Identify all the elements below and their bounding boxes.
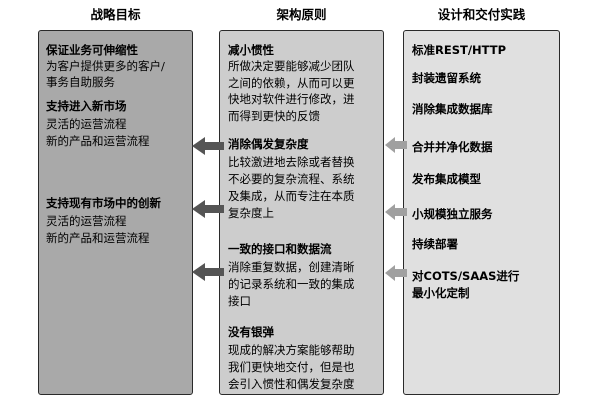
principle-title: 没有银弹	[228, 325, 274, 339]
principle-line: 的记录系统和一致的集成	[228, 277, 355, 291]
header-design-delivery-practices: 设计和交付实践	[437, 7, 526, 22]
arrow-left-icon	[385, 137, 407, 153]
principle-line: 接口	[228, 294, 251, 308]
arrow-left-icon	[192, 263, 224, 281]
practice-item: 标准REST/HTTP	[412, 43, 507, 57]
practice-item: 对COTS/SAAS进行	[412, 269, 520, 283]
goal-line: 新的产品和运营流程	[46, 231, 150, 245]
goal-title: 支持进入新市场	[46, 99, 127, 113]
principle-line: 之间的依赖，从而可以更	[228, 76, 355, 90]
arrow-left-icon	[385, 204, 407, 220]
principle-line: 及集成，从而专注在本质	[228, 189, 355, 203]
principle-line: 消除重复数据，创建清晰	[228, 260, 355, 274]
goal-title: 支持现有市场中的创新	[46, 196, 161, 210]
design-delivery-practices-box	[403, 30, 560, 395]
goal-line: 为客户提供更多的客户/	[46, 59, 165, 73]
practice-item: 小规模独立服务	[412, 207, 493, 221]
practice-item: 消除集成数据库	[412, 102, 493, 116]
principle-line: 不必要的复杂流程、系统	[228, 172, 355, 186]
principle-title: 一致的接口和数据流	[228, 242, 332, 256]
practice-item: 合并并净化数据	[412, 140, 493, 154]
principle-line: 会引入惯性和偶发复杂度	[228, 377, 355, 391]
arrow-left-icon	[385, 265, 407, 281]
goal-line: 灵活的运营流程	[46, 117, 127, 131]
goal-line: 事务自助服务	[46, 75, 115, 89]
principle-line: 而得到更快的反馈	[228, 109, 320, 123]
practice-item: 发布集成模型	[412, 172, 481, 186]
goal-line: 新的产品和运营流程	[46, 134, 150, 148]
principle-title: 减小惯性	[228, 43, 274, 57]
header-architecture-principles: 架构原则	[276, 7, 327, 22]
principle-line: 现成的解决方案能够帮助	[228, 343, 355, 357]
arrow-left-icon	[192, 200, 224, 218]
practice-item: 最小化定制	[412, 286, 470, 300]
strategic-goals-box	[38, 30, 193, 395]
goal-line: 灵活的运营流程	[46, 214, 127, 228]
goal-title: 保证业务可伸缩性	[46, 43, 138, 57]
principle-line: 快地对软件进行修改，进	[228, 92, 355, 106]
principle-line: 比较激进地去除或者替换	[228, 155, 355, 169]
header-strategic-goals: 战略目标	[90, 7, 141, 22]
principle-line: 所做决定要能够减少团队	[228, 59, 355, 73]
practice-item: 持续部署	[412, 237, 458, 251]
practice-item: 封装遗留系统	[412, 71, 481, 85]
architecture-principles-box	[219, 30, 384, 395]
principle-title: 消除偶发复杂度	[228, 137, 309, 151]
principle-line: 我们更快地交付，但是也	[228, 360, 355, 374]
arrow-left-icon	[192, 137, 224, 155]
principle-line: 复杂度上	[228, 206, 274, 220]
